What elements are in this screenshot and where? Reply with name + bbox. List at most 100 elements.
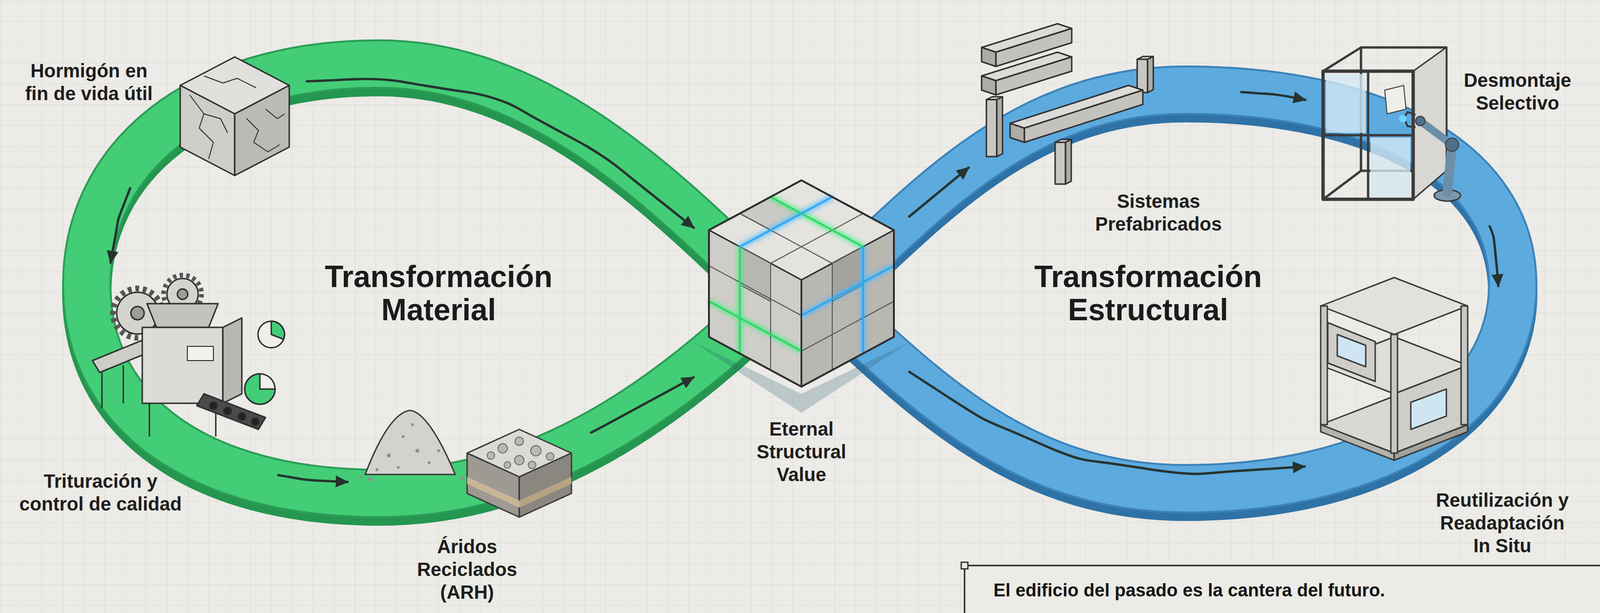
recycled-aggregates: [530, 445, 542, 456]
caption-frame: [961, 561, 968, 569]
stage-node: Trituración y control de calidad: [4, 265, 276, 527]
crusher-machine: [101, 372, 103, 408]
crusher-machine: [244, 373, 276, 405]
recycled-aggregates: [504, 461, 511, 469]
concrete-block: [246, 118, 280, 152]
eternal-value-cube: [708, 229, 802, 387]
crusher-machine: [244, 373, 276, 405]
green-band: [86, 64, 776, 494]
crusher-machine: [238, 412, 246, 421]
prefab-elements: [1147, 56, 1154, 93]
concrete-block: [234, 85, 290, 176]
recycled-aggregates: [365, 410, 456, 475]
prefab-elements: [1065, 139, 1072, 184]
stage-label: Eternal Structural Value: [746, 417, 856, 486]
recycled-aggregates: [415, 448, 420, 453]
recycled-aggregates: [487, 436, 554, 469]
crusher-machine: [92, 275, 285, 437]
recycled-aggregates: [401, 434, 405, 438]
prefab-elements: [1055, 142, 1066, 184]
reuse-building: [1461, 305, 1468, 425]
reuse-building: [1410, 388, 1447, 430]
reuse-building: [1320, 277, 1468, 335]
selective-dismantling: [1447, 144, 1453, 193]
flow-arrow: [590, 377, 694, 433]
eternal-value-cube: [739, 246, 741, 354]
crusher-machine: [251, 417, 259, 426]
eternal-value-cube: [739, 246, 771, 302]
recycled-aggregates: [358, 422, 465, 481]
crusher-machine: [187, 346, 214, 361]
blue-band: [822, 90, 1513, 489]
crusher-machine: [148, 403, 151, 437]
stage-label: Sistemas Prefabricados: [1087, 189, 1230, 236]
reuse-building: [1320, 424, 1395, 460]
recycled-aggregates: [519, 452, 572, 517]
reuse-building: [1320, 277, 1468, 460]
selective-dismantling: [1415, 116, 1426, 126]
blue-band-edge: [822, 90, 1513, 489]
recycled-aggregates: [497, 443, 508, 453]
crusher-machine: [257, 321, 285, 348]
recycled-aggregates: [358, 475, 362, 479]
selective-dismantling: [1404, 111, 1416, 117]
reuse-building: [1327, 322, 1376, 382]
recycled-aggregates: [528, 460, 536, 469]
prefab-elements: [981, 23, 1154, 184]
selective-dismantling: [1384, 85, 1407, 114]
stage-label: Áridos Reciclados (ARH): [410, 534, 525, 604]
eternal-value-cube: [770, 263, 772, 370]
recycled-aggregates: [546, 452, 554, 460]
prefab-elements: [995, 28, 1072, 67]
crusher-machine: [147, 303, 219, 328]
recycled-aggregates: [358, 410, 572, 517]
recycled-aggregates: [396, 465, 400, 469]
crusher-machine: [271, 321, 285, 340]
stage-label: Trituración y control de calidad: [12, 469, 189, 515]
stage-node: Reutilización y Readaptación In Situ: [1308, 289, 1589, 565]
reuse-building: [1320, 305, 1328, 425]
recycled-aggregates: [367, 477, 372, 481]
recycled-aggregates: [375, 468, 379, 471]
recycled-aggregates: [427, 460, 431, 464]
loop-title: Transformación Estructural: [1015, 259, 1281, 327]
eternal-value-cube: [692, 180, 911, 413]
flow-arrow: [306, 78, 694, 228]
selective-dismantling: [1398, 114, 1407, 123]
prefab-elements: [986, 99, 997, 157]
reuse-building: [1390, 334, 1398, 453]
prefab-elements: [1010, 123, 1025, 143]
flow-arrow: [110, 188, 130, 263]
eternal-value-cube: [800, 279, 803, 387]
eternal-value-cube: [739, 196, 833, 247]
crusher-machine: [142, 327, 223, 404]
stage-node: Sistemas Prefabricados: [972, 23, 1238, 242]
selective-dismantling: [1370, 137, 1411, 197]
concrete-block: [203, 113, 228, 133]
prefab-elements: [1137, 59, 1148, 93]
concrete-block: [180, 85, 235, 176]
stage-label: Reutilización y Readaptación In Situ: [1431, 488, 1573, 557]
eternal-value-cube: [831, 263, 833, 370]
eternal-value-cube: [801, 265, 894, 316]
caption-text: El edificio del pasado es la cantera del…: [993, 579, 1386, 602]
selective-dismantling: [1323, 71, 1414, 200]
prefab-elements: [981, 47, 996, 67]
eternal-value-cube: [801, 229, 894, 387]
stage-node: Áridos Reciclados (ARH): [350, 398, 589, 612]
eternal-value-cube: [739, 196, 802, 230]
recycled-aggregates: [514, 436, 524, 446]
stage-label: Hormigón en fin de vida útil: [18, 59, 159, 105]
selective-dismantling: [1323, 47, 1461, 202]
selective-dismantling: [1323, 134, 1414, 137]
eternal-value-cube: [801, 265, 894, 316]
flow-arrow: [1489, 226, 1499, 286]
eternal-value-cube: [862, 246, 864, 354]
concrete-block: [189, 94, 214, 159]
eternal-value-cube: [860, 246, 866, 354]
